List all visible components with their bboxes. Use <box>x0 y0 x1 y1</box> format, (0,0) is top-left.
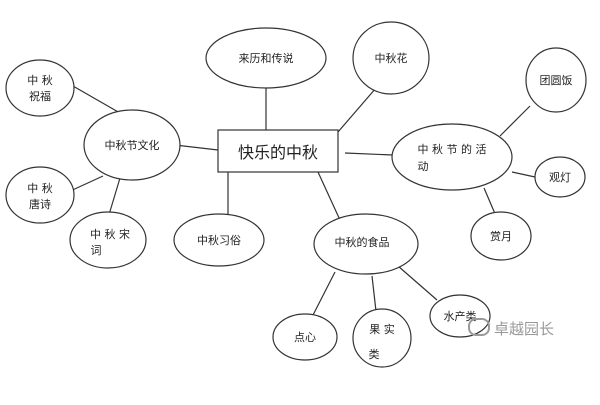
label-poem-line2: 唐诗 <box>29 197 51 211</box>
label-origin: 来历和传说 <box>239 51 294 65</box>
label-food: 中秋的食品 <box>335 235 390 249</box>
edge-center-food <box>317 171 341 221</box>
node-moon-view <box>470 211 532 261</box>
label-lantern: 观灯 <box>549 171 571 184</box>
edge-culture-songci <box>107 177 121 219</box>
node-poem <box>5 166 75 224</box>
label-culture: 中秋节文化 <box>105 138 160 152</box>
center-label: 快乐的中秋 <box>238 143 318 162</box>
label-songci-line2: 词 <box>91 244 102 257</box>
node-culture <box>83 109 181 181</box>
edge-food-snack <box>311 271 336 318</box>
node-origin <box>205 27 327 89</box>
node-reunion-meal <box>525 47 587 113</box>
node-food <box>313 213 419 275</box>
label-blessing-line1: 中 秋 <box>27 73 53 87</box>
edge-activity-reunion <box>499 105 531 137</box>
label-moon-view: 赏月 <box>490 230 512 243</box>
label-flower: 中秋花 <box>375 51 408 65</box>
node-fruit <box>352 308 412 368</box>
node-flower <box>352 21 430 95</box>
wechat-icon <box>468 318 490 336</box>
edge-center-flower <box>337 87 377 133</box>
edge-center-culture <box>174 144 219 151</box>
node-blessing <box>5 59 75 117</box>
node-songci <box>69 211 147 269</box>
label-activity-line2: 动 <box>418 160 429 173</box>
node-custom <box>173 213 265 267</box>
watermark: 卓越园长 <box>468 318 554 339</box>
node-snack <box>272 313 338 361</box>
center-box <box>217 129 339 173</box>
edge-center-activity <box>344 152 394 156</box>
node-lantern <box>534 156 586 198</box>
label-songci-line1: 中 秋 宋 <box>90 227 130 241</box>
edge-activity-lantern <box>511 171 536 178</box>
edge-food-seafood <box>397 265 438 301</box>
label-seafood: 水产类 <box>444 309 477 323</box>
label-blessing-line2: 祝福 <box>29 89 51 103</box>
node-seafood <box>429 294 491 338</box>
label-reunion-meal: 团圆饭 <box>540 74 573 87</box>
watermark-text: 卓越园长 <box>494 320 555 338</box>
edge-activity-moon <box>483 187 497 217</box>
node-activity <box>391 123 513 191</box>
edge-culture-blessing <box>65 81 121 114</box>
label-snack: 点心 <box>294 331 316 344</box>
label-custom: 中秋习俗 <box>197 233 241 247</box>
label-fruit-line1: 果 实 <box>369 322 395 336</box>
label-fruit-line2: 类 <box>369 347 380 361</box>
label-activity-line1: 中 秋 节 的 活 <box>418 142 487 156</box>
label-poem-line1: 中 秋 <box>27 181 53 195</box>
